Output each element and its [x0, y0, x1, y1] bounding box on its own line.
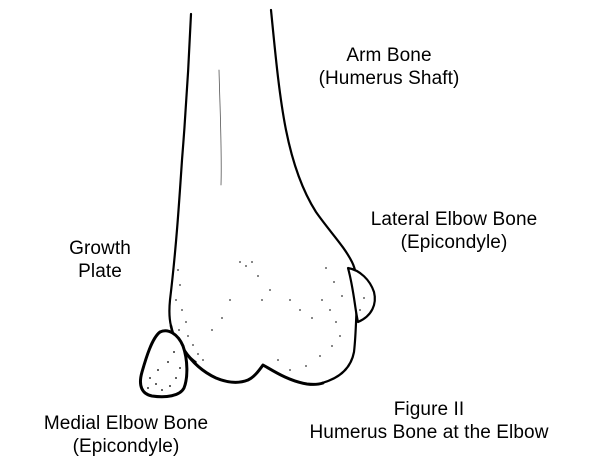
lateral-epicondyle-shape [348, 268, 375, 322]
label-medial-line2: (Epicondyle) [6, 435, 246, 458]
label-arm-bone-line1: Arm Bone [292, 44, 486, 67]
label-growth-plate: Growth Plate [60, 237, 140, 283]
condyle-outline [184, 350, 323, 384]
shaft-hatch-line [219, 70, 221, 185]
label-lateral-elbow-bone: Lateral Elbow Bone (Epicondyle) [344, 208, 564, 254]
label-lateral-line1: Lateral Elbow Bone [344, 208, 564, 231]
label-medial-line1: Medial Elbow Bone [6, 412, 246, 435]
label-arm-bone-line2: (Humerus Shaft) [292, 67, 486, 90]
figure-caption-line2: Humerus Bone at the Elbow [262, 421, 596, 444]
figure-caption-line1: Figure II [262, 398, 596, 421]
label-growth-line2: Plate [60, 260, 140, 283]
figure-caption: Figure II Humerus Bone at the Elbow [262, 398, 596, 444]
label-medial-elbow-bone: Medial Elbow Bone (Epicondyle) [6, 412, 246, 458]
humerus-shaft-left-outline [169, 14, 191, 326]
label-lateral-line2: (Epicondyle) [344, 231, 564, 254]
label-arm-bone: Arm Bone (Humerus Shaft) [292, 44, 486, 90]
label-growth-line1: Growth [60, 237, 140, 260]
medial-epicondyle-shape [140, 331, 186, 397]
